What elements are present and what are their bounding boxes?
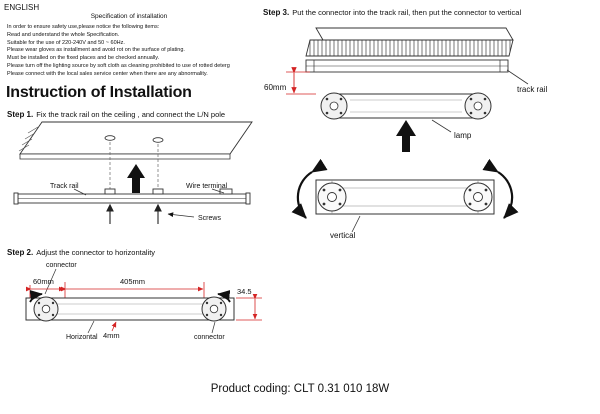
step3-heading: Step 3.Put the connector into the track … [263,8,597,17]
dim-60mm-label: 60mm [33,277,54,286]
dim-34-5-label: 34.5 [237,287,252,296]
mount-direction-arrow [127,164,145,193]
screws-label: Screws [198,215,221,222]
product-coding: Product coding: CLT 0.31 010 18W [210,383,390,395]
right-connector [201,290,231,322]
mount-hole [104,135,116,141]
step2-label: Step 2. [7,248,34,257]
hatch-lines [18,126,39,152]
spec-line: Read and understand the whole Specificat… [7,31,120,38]
wire-terminal-pointer [211,188,225,194]
step1-label: Step 1. [7,110,34,119]
step2-heading: Step 2.Adjust the connector to horizonta… [7,248,155,257]
track-rail-pointer [506,69,529,85]
spec-title: Specification of installation [90,13,168,20]
dim-4mm: 4mm [103,321,120,340]
dim-4mm-label: 4mm [103,331,120,340]
ceiling-panel [18,121,253,160]
spec-line: In order to ensure safety use,please not… [7,24,160,30]
language-label: ENGLISH [4,3,40,12]
connector-right-pointer [211,321,216,334]
dim-60mm-label: 60mm [264,83,287,92]
connector-top-label: connector [46,262,77,269]
track-rail-label: track rail [517,85,547,94]
page-title: Instruction of Installation [6,84,192,101]
left-connector [29,290,59,322]
track-rail-label: Track rail [50,183,79,190]
lamp-body-top-view [25,297,235,321]
dim-405mm: 405mm [60,277,205,300]
spec-line: Must be installed on the fixed places an… [7,55,160,62]
spec-line: Please turn off the lighting source by s… [7,62,230,69]
horizontal-label: Horizontal [66,334,98,341]
spec-line: Please wear gloves as installment and av… [7,47,185,54]
insert-direction-arrow [396,120,416,152]
step1-diagram: Track rail Wire terminal Screws [13,121,253,224]
rotate-arrow [29,290,43,303]
step1-heading: Step 1.Fix the track rail on the ceiling… [7,110,225,119]
vertical-pointer [351,215,361,233]
step2-diagram: connector 60mm 405mm [25,262,262,341]
rotate-arrow-right [482,158,519,219]
track-rail-drawing [13,188,251,205]
dim-34-5: 34.5 [236,287,262,321]
spec-line: Please connect with the local sales serv… [7,70,208,77]
lamp-top-view [320,92,492,120]
screws-pointer [167,212,195,218]
track-rail-pointer [73,188,87,196]
track-rail-drawing [305,27,514,73]
step2-text: Adjust the connector to horizontality [36,248,156,257]
step3-text: Put the connector into the track rail, t… [292,8,522,17]
rotation-arrows [291,158,519,219]
lamp-pointer [431,119,452,133]
spec-notes: In order to ensure safety use,please not… [7,24,263,79]
wire-terminal-label: Wire terminal [186,183,228,190]
connector-right-label: connector [194,334,225,341]
lamp-front-view [315,179,495,215]
dim-60mm: 60mm [264,67,316,95]
dim-405mm-label: 405mm [120,277,145,286]
step1-text: Fix the track rail on the ceiling , and … [36,110,226,119]
alignment-dashed-lines [109,142,159,191]
horizontal-pointer [87,320,95,334]
mount-hole [152,137,164,143]
rotate-arrow-left [291,158,328,219]
screws-drawing [106,203,162,224]
step3-label: Step 3. [263,8,290,17]
rotate-arrow [217,290,231,303]
spec-line: Suitable for the use of 220-240V and 50 … [7,39,125,46]
step3-diagram: track rail 60mm lamp [264,27,547,240]
vertical-label: vertical [330,231,356,240]
lamp-label: lamp [454,131,472,140]
